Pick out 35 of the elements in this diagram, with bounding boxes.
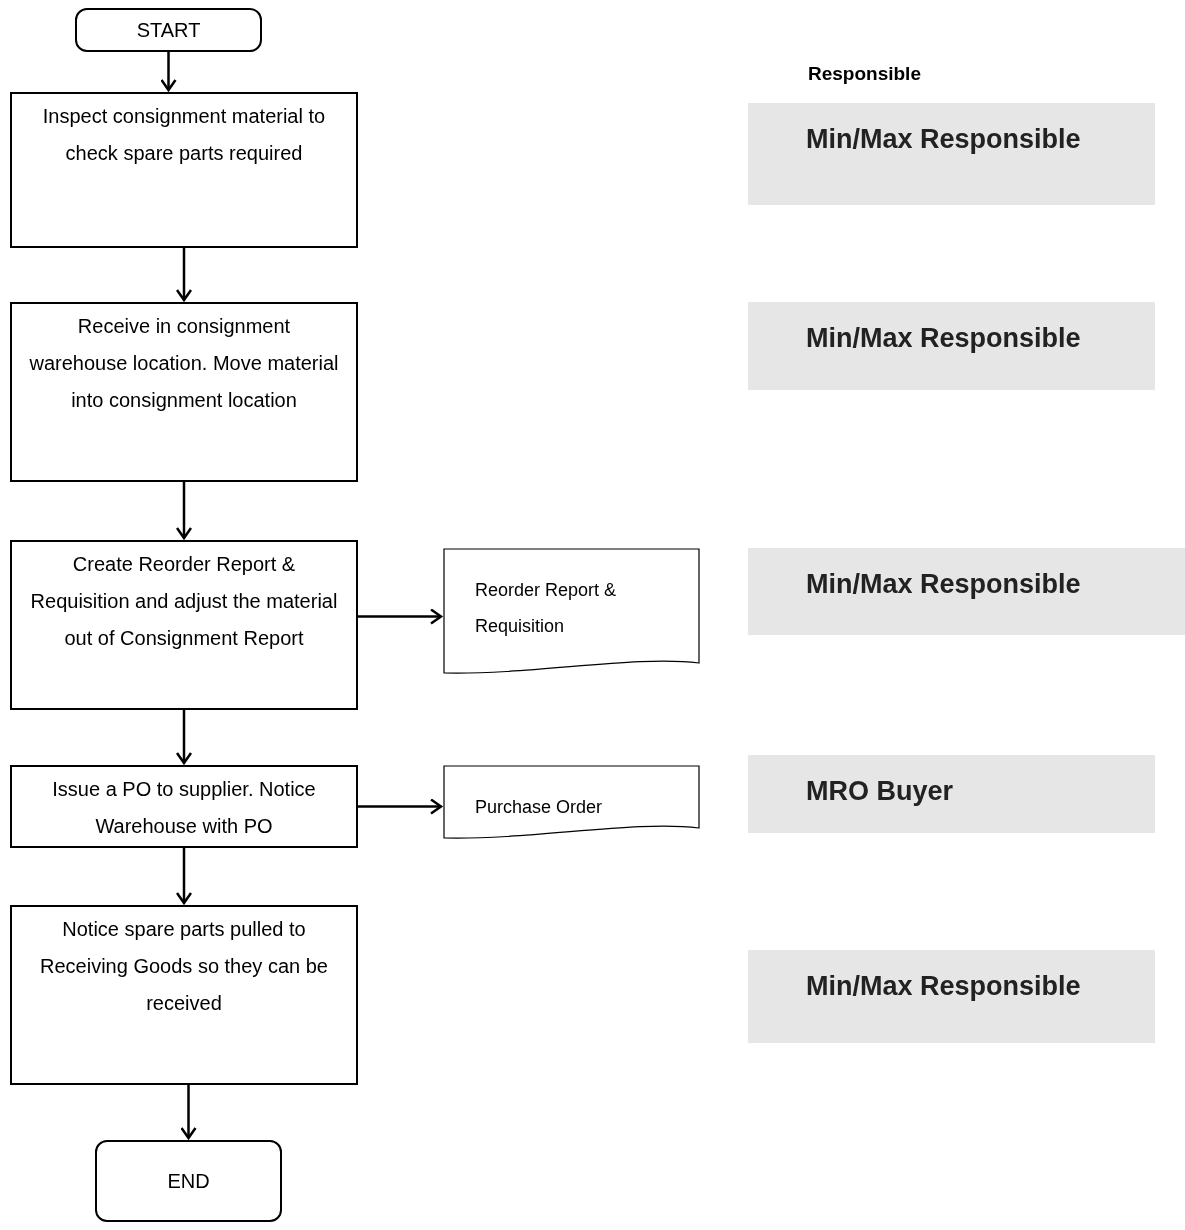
role-label: Min/Max Responsible [806,568,1081,601]
arrow [160,52,177,92]
terminal-box [95,1140,282,1222]
process-text: Inspect consignment material to check spare parts required [41,104,327,166]
arrow [175,848,193,905]
role-panel [748,950,1155,1043]
terminal-label: START [136,17,201,43]
role-panel [748,755,1155,833]
role-label: Min/Max Responsible [806,322,1081,355]
process-box [10,92,358,248]
role-label: Min/Max Responsible [806,123,1081,156]
process-box [10,765,358,848]
process-box [10,905,358,1085]
process-text: Create Reorder Report & Requisition and adjust the material out of Consignment Report [29,552,339,651]
arrow [175,248,193,302]
process-text: Issue a PO to supplier. Notice Warehouse with PO [51,777,317,839]
column-heading: Responsible [808,62,921,86]
arrow [358,798,443,815]
role-label: MRO Buyer [806,775,954,808]
arrow [180,1085,197,1140]
role-panel [748,302,1155,390]
role-panel [748,103,1155,205]
process-text: Notice spare parts pulled to Receiving Goods so they can be received [39,917,329,1016]
arrow [358,608,443,625]
process-text: Receive in consignment warehouse location. Move material into consignment location [28,314,340,413]
document-label: Reorder Report & Requisition [475,579,618,638]
terminal-box [75,8,262,52]
process-box [10,540,358,710]
role-label: Min/Max Responsible [806,970,1081,1003]
role-panel [748,548,1185,635]
arrow [175,710,193,765]
process-box [10,302,358,482]
terminal-label: END [167,1168,210,1194]
document-label: Purchase Order [475,796,604,819]
arrow [175,482,193,540]
